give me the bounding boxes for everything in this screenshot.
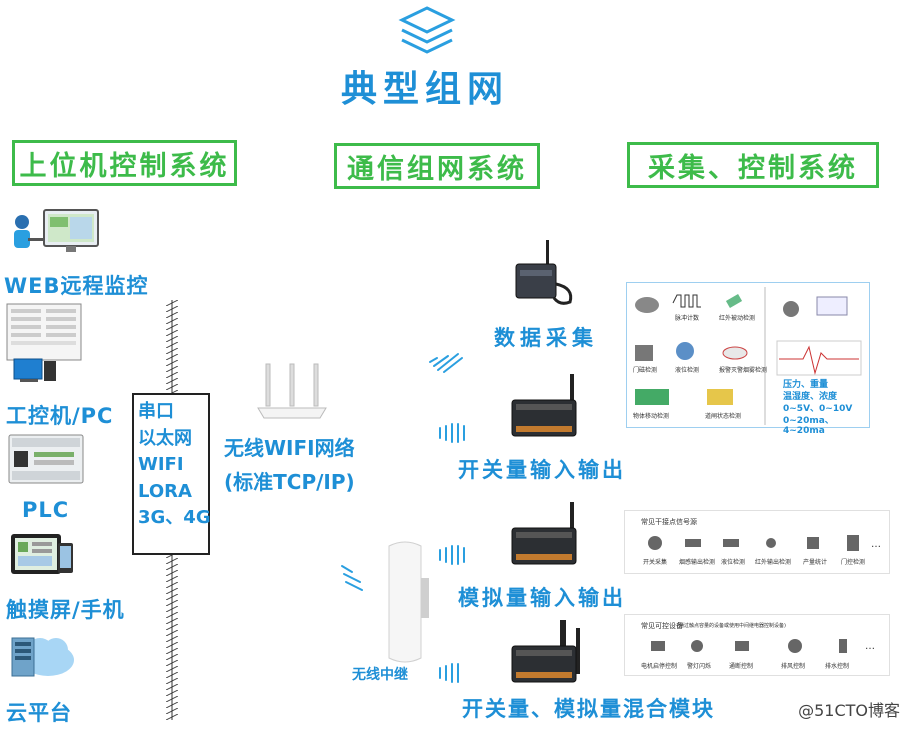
- protocol-item: WIFI: [138, 454, 184, 475]
- switch-io-label: 开关量输入输出: [458, 458, 626, 482]
- sensor-item: 门磁检测: [633, 367, 658, 374]
- dry-contact-panel: 常见干接点信号源 开关采集 烟感输出检测 液位检测 红外输出检测 产量统计 门控…: [624, 510, 890, 574]
- tcpip-label: (标准TCP/IP): [224, 470, 355, 494]
- cloud-platform-label: 云平台: [6, 701, 72, 725]
- mixed-io-module-icon: [508, 618, 594, 688]
- controllable-device-icons: [651, 639, 847, 653]
- analog-range-text: 0~5V、0~10V: [783, 404, 853, 414]
- touchscreen-icon: [10, 533, 74, 577]
- mixed-io-label: 开关量、模拟量混合模块: [462, 697, 715, 721]
- sensor-item: 报警灭警烟雾检测: [719, 367, 768, 374]
- protocol-item: 串口: [138, 401, 174, 422]
- controllable-item: 通断控制: [729, 663, 754, 670]
- dry-contact-item: 液位检测: [721, 559, 746, 566]
- switch-io-module-icon: [508, 372, 586, 442]
- sensor-item: 物体移动检测: [633, 413, 670, 420]
- controllable-item: 电机启停控制: [641, 663, 678, 670]
- industrial-pc-label: 工控机/PC: [6, 404, 114, 428]
- more-indicator: …: [871, 539, 881, 550]
- sensor-panel: 脉冲计数 红外被动检测 门磁检测 液位检测 报警灭警烟雾检测 物体移动检测 道闸…: [626, 282, 870, 436]
- header-host-system: 上位机控制系统: [12, 140, 237, 186]
- controllable-item: 警灯闪烁: [687, 663, 712, 670]
- sensor-item: 脉冲计数: [675, 315, 700, 322]
- wifi-network-label: 无线WIFI网络: [224, 436, 355, 460]
- sensor-item: 红外被动检测: [719, 315, 756, 322]
- header-network-system: 通信组网系统: [334, 143, 540, 189]
- web-remote-monitor-label: WEB远程监控: [4, 274, 149, 298]
- panel-subtitle: (通过触点容量的设备或使用中间继电器控制设备): [677, 623, 786, 629]
- sensor-item: 道闸状态检测: [705, 413, 742, 420]
- layers-icon: [398, 6, 456, 56]
- protocol-item: 以太网: [138, 427, 192, 449]
- sensor-item: 液位检测: [675, 367, 700, 374]
- protocol-item: LORA: [138, 480, 192, 502]
- data-acquisition-device-icon: [510, 238, 578, 308]
- analog-io-module-icon: [508, 500, 586, 570]
- web-monitor-icon: [8, 208, 100, 256]
- plc-icon: [8, 434, 84, 484]
- page-title: 典型组网: [340, 68, 509, 110]
- wireless-repeater-icon: [383, 538, 431, 668]
- dry-contact-item: 烟感输出检测: [679, 559, 716, 566]
- dry-contact-item: 开关采集: [643, 559, 668, 566]
- touchscreen-phone-label: 触摸屏/手机: [6, 598, 125, 622]
- more-indicator: …: [865, 641, 875, 652]
- protocol-list-box: 串口 以太网 WIFI LORA 3G、4G: [132, 393, 211, 555]
- analog-range-text: 压力、重量: [783, 380, 829, 390]
- panel-title: 常见干接点信号源: [641, 518, 697, 526]
- dry-contact-icons: [648, 535, 859, 551]
- dry-contact-item: 产量统计: [803, 559, 828, 566]
- controllable-device-panel: 常见可控设备 (通过触点容量的设备或使用中间继电器控制设备) 电机启停控制 警灯…: [624, 614, 890, 676]
- watermark: @51CTO博客: [798, 701, 900, 720]
- sensor-icons: [635, 287, 862, 425]
- wireless-repeater-label: 无线中继: [352, 667, 408, 683]
- protocol-item: 3G、4G: [138, 507, 211, 528]
- industrial-pc-icon: [6, 303, 82, 383]
- controllable-item: 排水控制: [825, 663, 850, 670]
- controllable-item: 排风控制: [781, 663, 806, 670]
- cloud-server-icon: [6, 630, 76, 680]
- dry-contact-item: 门控检测: [841, 559, 866, 566]
- analog-io-label: 模拟量输入输出: [458, 586, 626, 610]
- data-acquisition-label: 数据采集: [494, 326, 598, 350]
- header-acquisition-system: 采集、控制系统: [627, 142, 879, 188]
- plc-label: PLC: [22, 498, 70, 522]
- analog-range-text: 温湿度、浓度: [783, 392, 838, 402]
- dry-contact-item: 红外输出检测: [755, 559, 792, 566]
- analog-range-text: 0~20ma、4~20ma: [783, 416, 834, 436]
- wifi-router-icon: [254, 362, 330, 422]
- panel-title: 常见可控设备: [641, 622, 683, 630]
